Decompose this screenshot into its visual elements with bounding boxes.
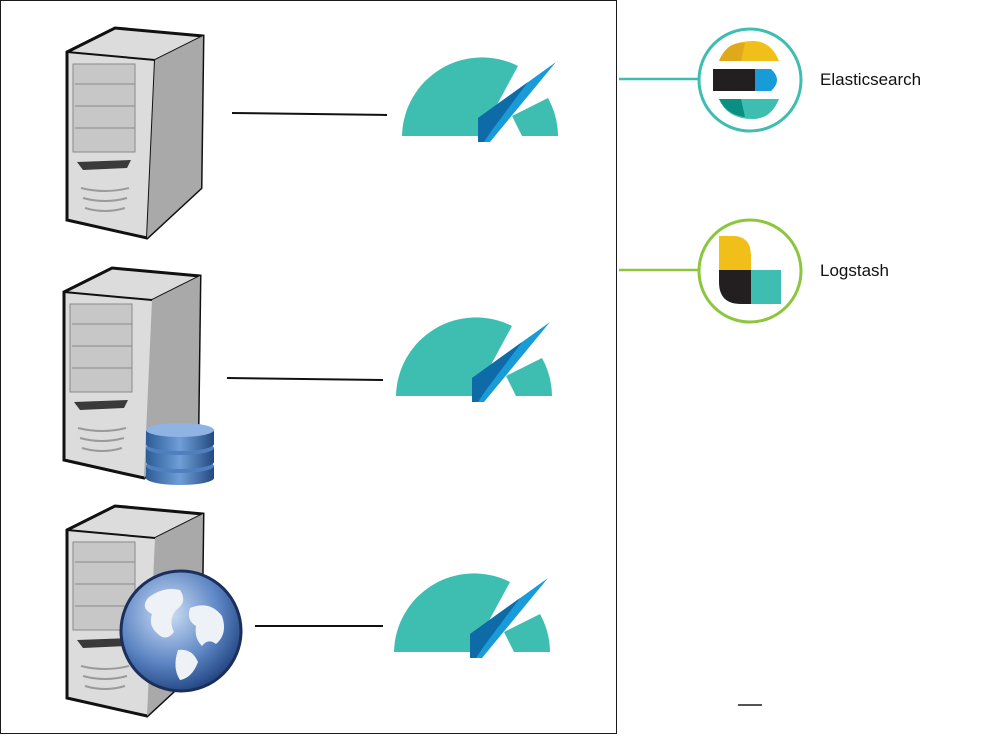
heartbeat-gauge-icon	[394, 573, 550, 658]
globe-icon	[119, 569, 243, 693]
heartbeat-gauge-icon	[396, 317, 552, 402]
heartbeat-gauge-icon	[402, 57, 558, 142]
divider	[738, 704, 762, 706]
output-label-logstash: Logstash	[820, 261, 889, 280]
logstash-logo-icon	[697, 218, 803, 324]
elasticsearch-logo-icon	[697, 27, 803, 133]
database-icon	[146, 423, 214, 485]
server-tower-icon	[65, 26, 205, 240]
hosts-frame	[0, 0, 617, 734]
output-label-elasticsearch: Elasticsearch	[820, 70, 922, 89]
